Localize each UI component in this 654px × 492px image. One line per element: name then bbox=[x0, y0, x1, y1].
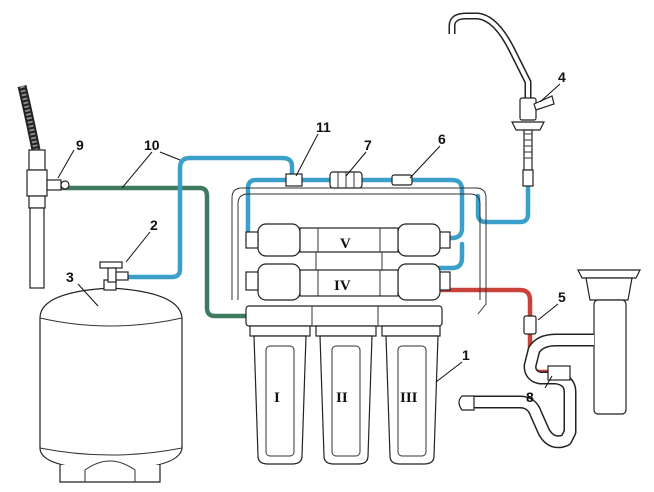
callout-6: 6 bbox=[438, 131, 446, 147]
clean-water-faucet bbox=[448, 12, 555, 187]
membrane-stage-v bbox=[245, 223, 451, 257]
tank-valve bbox=[99, 261, 129, 283]
callout-10: 10 bbox=[144, 137, 160, 153]
callout-5: 5 bbox=[558, 289, 566, 305]
feed-adapter-valve bbox=[26, 149, 70, 289]
stage-label-3: III bbox=[400, 390, 418, 406]
clean-water-lines bbox=[122, 155, 531, 280]
membrane-bypass-tube-inner bbox=[237, 193, 481, 300]
callout-3: 3 bbox=[66, 269, 74, 285]
stage-label-4: IV bbox=[334, 278, 351, 294]
check-valve bbox=[391, 174, 413, 186]
callout-1: 1 bbox=[462, 347, 470, 363]
feed-hose bbox=[17, 84, 41, 151]
stage-label-5: V bbox=[340, 236, 351, 252]
callout-11: 11 bbox=[316, 119, 331, 135]
prefilter-housing-1 bbox=[253, 335, 307, 465]
prefilter-head bbox=[245, 305, 443, 337]
prefilter-housing-2 bbox=[319, 335, 373, 465]
membrane-bypass-tube bbox=[231, 187, 487, 315]
feed-water-line bbox=[59, 185, 249, 319]
sink-drain-siphon bbox=[458, 269, 641, 449]
membrane-stage-iv bbox=[245, 252, 451, 301]
tee-fitting bbox=[285, 173, 303, 187]
stage-label-2: II bbox=[336, 390, 348, 406]
callout-8: 8 bbox=[526, 389, 534, 405]
callout-7: 7 bbox=[364, 137, 372, 153]
flow-restrictor bbox=[523, 315, 537, 335]
callout-leaders bbox=[57, 83, 561, 389]
stage-label-1: I bbox=[274, 390, 280, 406]
prefilter-housing-3 bbox=[385, 335, 439, 465]
storage-tank bbox=[39, 279, 183, 483]
callout-4: 4 bbox=[558, 69, 566, 85]
post-carbon-filter bbox=[329, 171, 363, 189]
callout-9: 9 bbox=[76, 137, 84, 153]
callout-2: 2 bbox=[150, 217, 158, 233]
